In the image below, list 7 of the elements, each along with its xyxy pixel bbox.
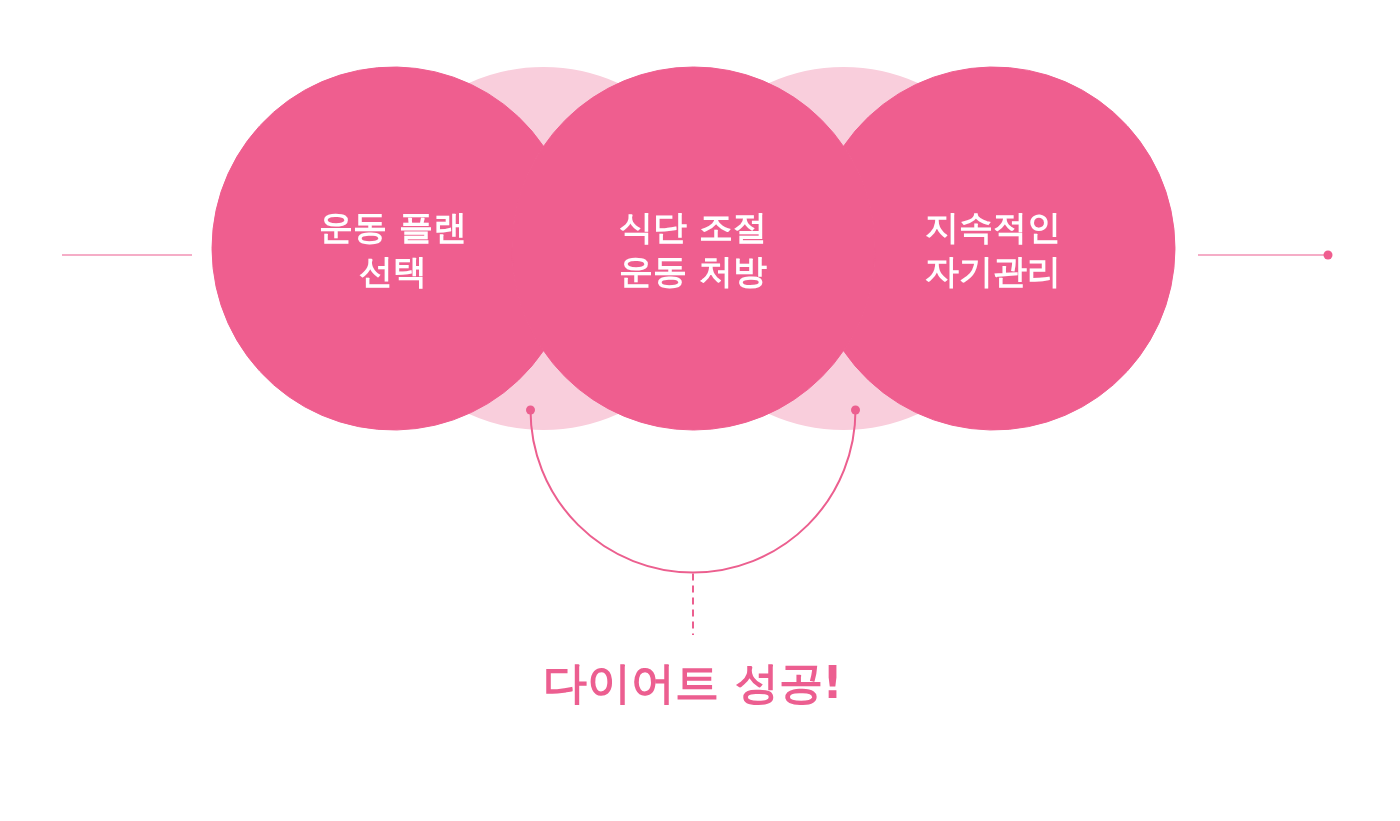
result-label: 다이어트 성공! [543,657,843,709]
step-label: 지속적인 자기관리 [924,205,1062,293]
step-label: 운동 플랜 선택 [318,205,468,293]
connector-arc [526,405,694,574]
step-label: 식단 조절 운동 처방 [618,205,768,293]
connector-arc [692,405,860,574]
dashed-connector [692,572,694,636]
